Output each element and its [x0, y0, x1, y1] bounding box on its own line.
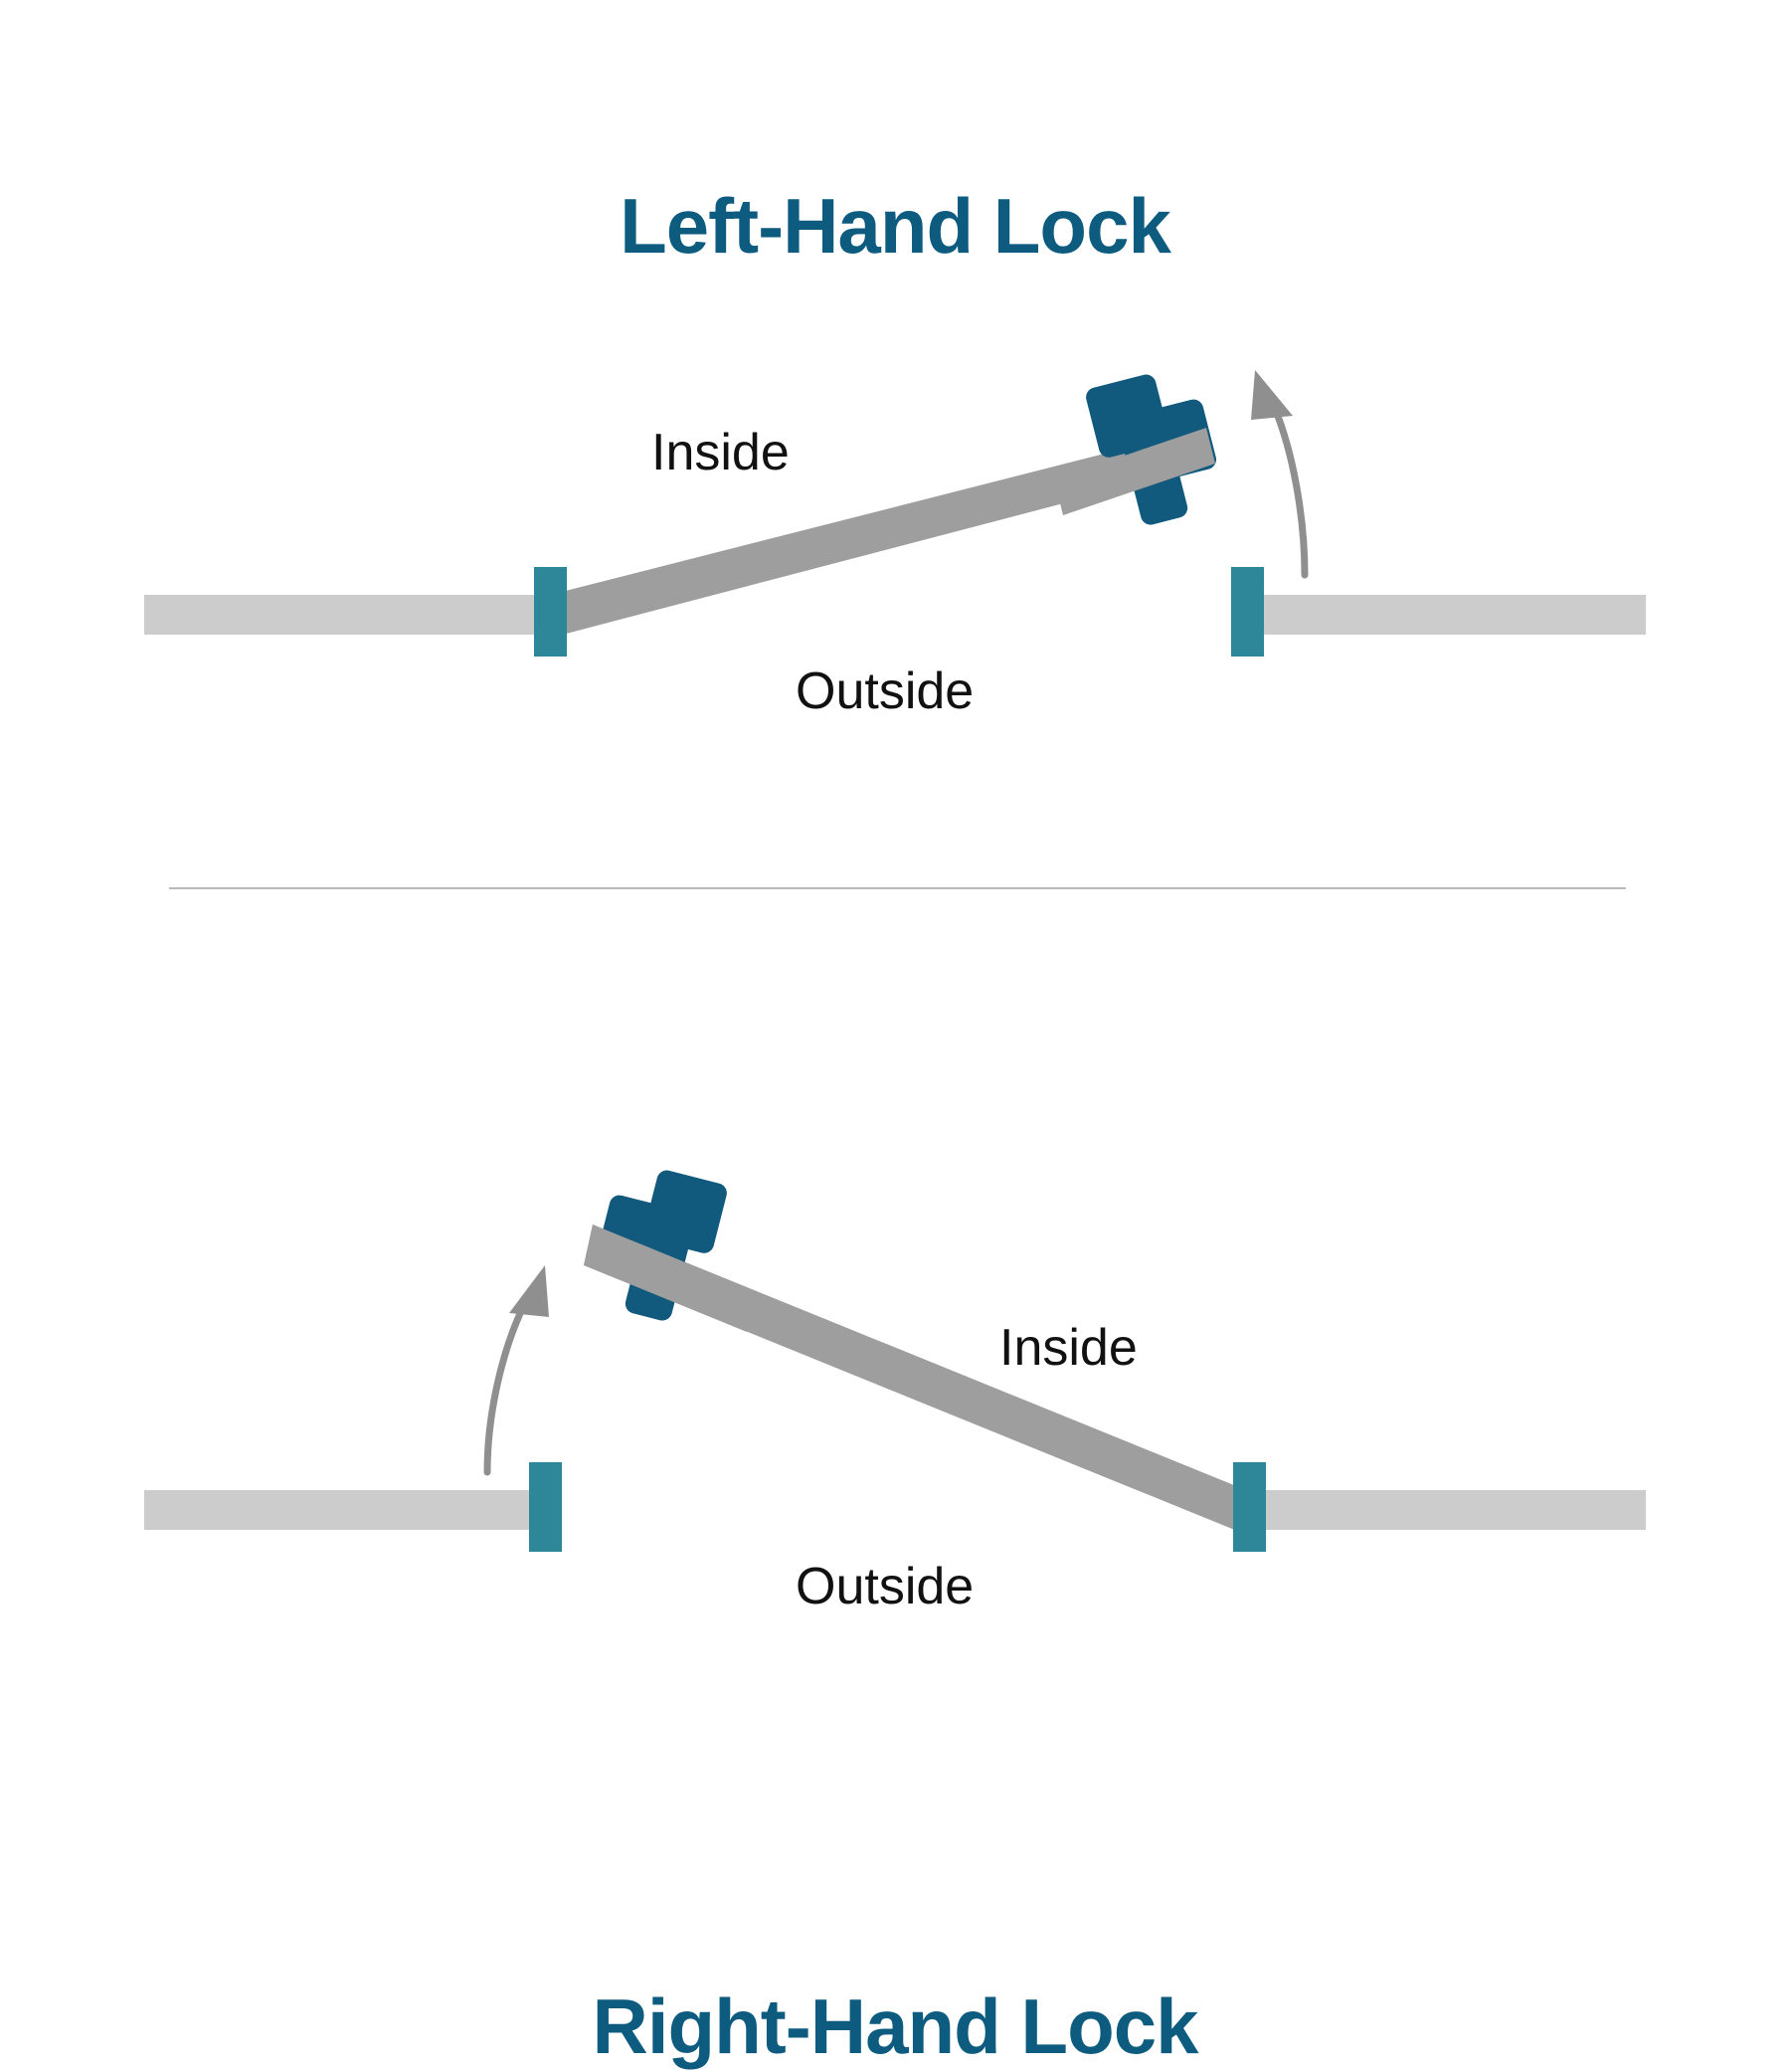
swing-direction-arrow-icon [1251, 370, 1309, 579]
label-inside: Inside [651, 424, 790, 481]
swing-direction-arrow-icon [483, 1265, 549, 1476]
door-panel [542, 428, 1215, 638]
hinge-icon-left [534, 567, 567, 657]
wall-bar-left [144, 1490, 542, 1530]
left-hand-lock-illustration [144, 370, 1646, 657]
hinge-icon-right [1233, 1462, 1266, 1552]
label-outside: Outside [796, 1558, 975, 1615]
panel-right-hand-lock: Right-Hand Lock [0, 895, 1790, 2070]
label-inside: Inside [999, 1319, 1138, 1377]
section-divider [169, 887, 1626, 889]
label-outside: Outside [796, 662, 975, 720]
lock-icon [596, 1170, 727, 1321]
door-panel-overlay [584, 1224, 756, 1332]
wall-bar-right [1248, 595, 1646, 635]
right-hand-lock-illustration [144, 1170, 1646, 1552]
wall-bar-right [1255, 1490, 1646, 1530]
hinge-icon-left [529, 1462, 562, 1552]
door-panel-overlay [1054, 428, 1215, 515]
panel-title-right-hand: Right-Hand Lock [592, 1982, 1199, 2071]
panel-left-hand-lock: Left-Hand Lock Inside [0, 0, 1790, 895]
wall-bar-left [144, 595, 552, 635]
hinge-icon-right [1231, 567, 1264, 657]
panel-title-left-hand: Left-Hand Lock [620, 182, 1171, 271]
